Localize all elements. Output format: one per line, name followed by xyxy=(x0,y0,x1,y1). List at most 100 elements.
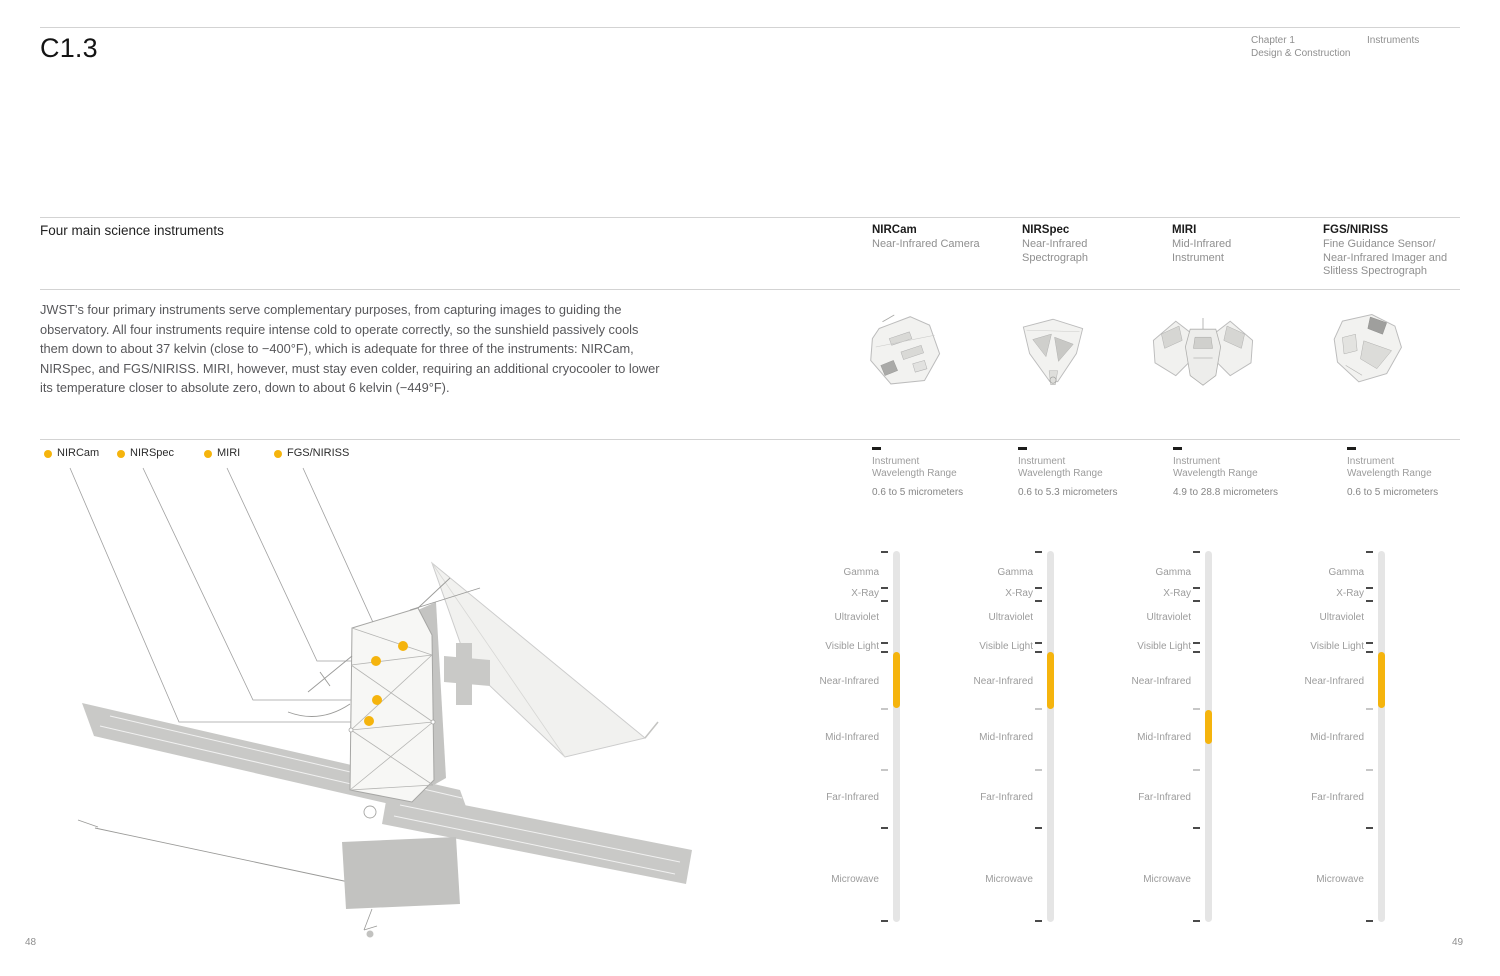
spectrum-band-label: Mid-Infrared xyxy=(1310,732,1364,743)
instrument-full-name-line: Instrument xyxy=(1172,251,1224,264)
legend-item-label: NIRSpec xyxy=(130,447,175,459)
fgs-niriss-illustration xyxy=(1333,314,1402,383)
spectrum-band-label: Gamma xyxy=(997,567,1033,578)
spectrum-band-label: Microwave xyxy=(985,874,1033,885)
spectrum-tick xyxy=(1035,708,1042,710)
divider-legend-row xyxy=(40,439,1460,440)
chapter-label: Chapter 1 xyxy=(1251,35,1295,46)
spectrum-tick xyxy=(1193,587,1200,589)
spectrum-band-label: Visible Light xyxy=(825,641,879,652)
sunshield-kite xyxy=(430,561,659,758)
spectrum-tick xyxy=(1366,708,1373,710)
spectrum-tick xyxy=(1035,651,1042,653)
spectrum-tick xyxy=(1193,642,1200,644)
spectrum-tick xyxy=(1193,600,1200,602)
spectrum-tick xyxy=(1193,827,1200,829)
spectrum-tick xyxy=(1193,551,1200,553)
spectrum-tick xyxy=(881,920,888,922)
spectrum-band-label: Gamma xyxy=(1155,567,1191,578)
spectrum-band-label: Near-Infrared xyxy=(973,676,1033,687)
spectrum-tick xyxy=(881,642,888,644)
spectrum-band-label: Microwave xyxy=(1316,874,1364,885)
nircam-illustration xyxy=(870,314,941,385)
spectrum-band-label: Far-Infrared xyxy=(1138,792,1191,803)
spectrum-tick xyxy=(881,600,888,602)
instrument-full-name-line: Fine Guidance Sensor/ xyxy=(1323,238,1436,250)
spectrum-band-label: Far-Infrared xyxy=(980,792,1033,803)
legend-item-label: MIRI xyxy=(217,447,241,459)
spectrum-band-label: Ultraviolet xyxy=(1319,612,1364,623)
divider-top xyxy=(40,27,1460,28)
nirspec-illustration xyxy=(1022,318,1084,385)
spectrum-tick xyxy=(1193,920,1200,922)
spectrum-band-label: Far-Infrared xyxy=(826,792,879,803)
spectrum-tick xyxy=(881,551,888,553)
instrument-full-name-line: Near-Infrared xyxy=(1022,238,1088,250)
wavelength-label-line2: Wavelength Range xyxy=(872,467,957,479)
spectrum-band-label: Mid-Infrared xyxy=(825,732,879,743)
spectrum-bar-highlight xyxy=(1205,710,1212,744)
instrument-name: NIRSpec xyxy=(1022,224,1070,236)
spectrum-band-label: Visible Light xyxy=(979,641,1033,652)
wavelength-dash xyxy=(1018,447,1027,450)
spectrum-band-label: X-Ray xyxy=(1005,588,1033,599)
legend-item-label: FGS/NIRISS xyxy=(287,447,350,459)
wavelength-range-value: 0.6 to 5.3 micrometers xyxy=(1018,487,1118,498)
radiator-fin xyxy=(456,643,472,705)
wavelength-dash xyxy=(1173,447,1182,450)
bus-antenna xyxy=(363,908,378,931)
instrument-dots xyxy=(364,641,408,726)
wavelength-label-line2: Wavelength Range xyxy=(1018,467,1103,479)
spectrum-tick xyxy=(1366,769,1373,771)
wavelength-dash xyxy=(872,447,881,450)
spectrum-tick xyxy=(1366,551,1373,553)
spectrum-tick xyxy=(1035,827,1042,829)
legend-dot-icon xyxy=(204,450,212,458)
jwst-telescope-diagram xyxy=(69,467,692,938)
spectrum-tick xyxy=(1035,600,1042,602)
wavelength-label-line1: Instrument xyxy=(1018,456,1066,467)
spectrum-band-label: Ultraviolet xyxy=(988,612,1033,623)
spectrum-tick xyxy=(1366,587,1373,589)
spectrum-band-label: Microwave xyxy=(831,874,879,885)
spectrum-band-label: Gamma xyxy=(843,567,879,578)
legend-item-label: NIRCam xyxy=(57,447,100,459)
wavelength-label-line1: Instrument xyxy=(1347,456,1395,467)
spectrum-tick xyxy=(881,651,888,653)
spectrum-band-label: Mid-Infrared xyxy=(1137,732,1191,743)
spectrum-tick xyxy=(1035,551,1042,553)
miri-illustration xyxy=(1152,318,1254,386)
antenna-dish xyxy=(366,930,374,938)
intro-body: JWST’s four primary instruments serve co… xyxy=(40,302,660,396)
spectrum-tick xyxy=(881,827,888,829)
spectrum-band-label: X-Ray xyxy=(1336,588,1364,599)
spectrum-band-label: Microwave xyxy=(1143,874,1191,885)
spectrum-tick xyxy=(881,708,888,710)
spectrum-bar-track xyxy=(1047,551,1054,922)
wavelength-range-value: 0.6 to 5 micrometers xyxy=(1347,487,1439,498)
spectrum-band-label: Visible Light xyxy=(1137,641,1191,652)
spectrum-bar-highlight xyxy=(1378,652,1385,708)
divider-header-row xyxy=(40,217,1460,218)
wavelength-label-line2: Wavelength Range xyxy=(1173,467,1258,479)
page-number-left: 48 xyxy=(25,937,37,948)
struts xyxy=(77,577,481,885)
wavelength-label-line1: Instrument xyxy=(1173,456,1221,467)
spacecraft-bus xyxy=(342,837,460,909)
instrument-tower xyxy=(348,607,436,819)
spectrum-band-label: Mid-Infrared xyxy=(979,732,1033,743)
instrument-full-name-line: Mid-Infrared xyxy=(1172,238,1232,250)
spectrum-band-label: Far-Infrared xyxy=(1311,792,1364,803)
wavelength-label-line1: Instrument xyxy=(872,456,920,467)
spectrum-band-label: Ultraviolet xyxy=(834,612,879,623)
spectrum-bar-highlight xyxy=(893,652,900,708)
instrument-name: NIRCam xyxy=(872,224,917,236)
spectrum-band-label: Visible Light xyxy=(1310,641,1364,652)
spectrum-tick xyxy=(1035,642,1042,644)
legend-dot-icon xyxy=(117,450,125,458)
divider-body-row xyxy=(40,289,1460,290)
spectrum-bar-highlight xyxy=(1047,652,1054,709)
spectrum-band-label: Near-Infrared xyxy=(819,676,879,687)
leader-lines xyxy=(69,467,398,723)
